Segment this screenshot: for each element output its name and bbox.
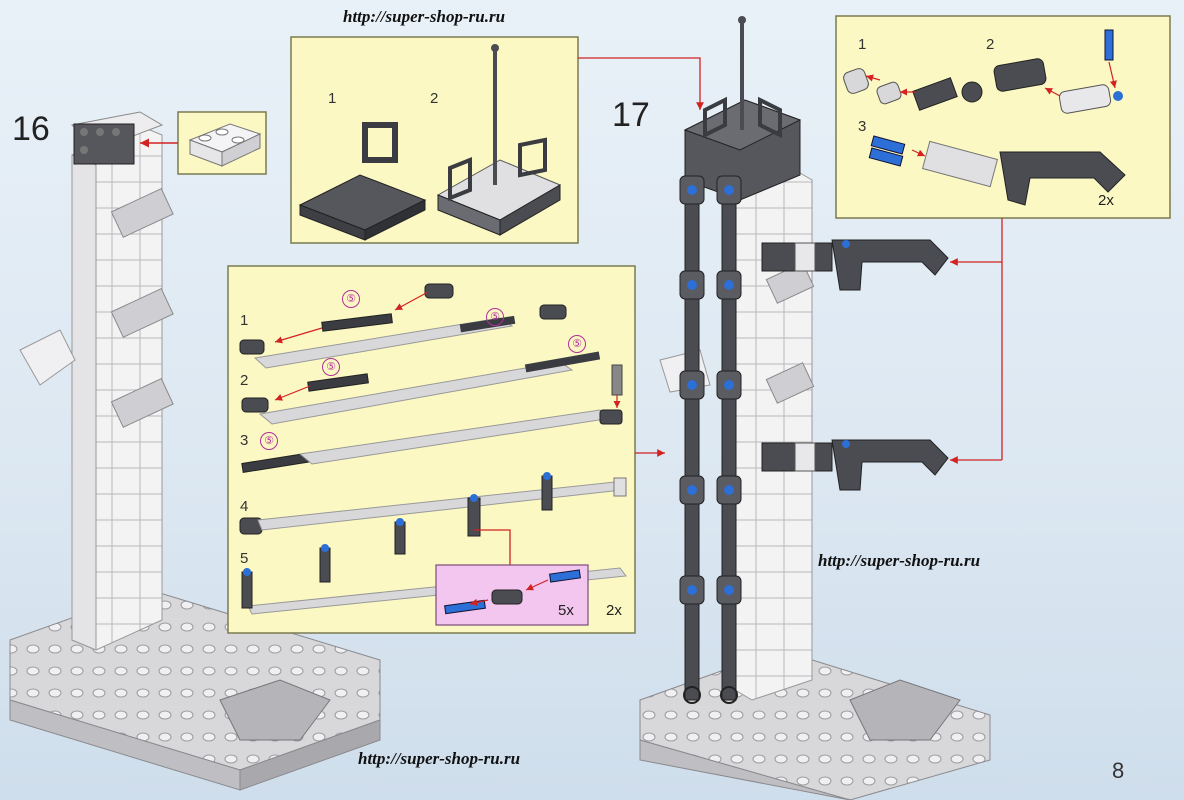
- rods-label-3: 3: [240, 432, 249, 449]
- blue-pin: [687, 380, 697, 390]
- rods-label-1: 1: [240, 312, 249, 329]
- rod-assembly-row-2: [241, 351, 601, 425]
- step17-upper-claw: [761, 239, 949, 291]
- claw-label-3: 3: [858, 118, 867, 135]
- claw-sub-1: [843, 68, 983, 111]
- blue-pin: [724, 185, 734, 195]
- step16-brick-part: [188, 123, 262, 167]
- blue-pin: [724, 485, 734, 495]
- step17-rod-joints: [679, 175, 742, 605]
- blue-pin: [687, 280, 697, 290]
- step17-model: [639, 16, 991, 800]
- rods-label-2: 2: [240, 372, 249, 389]
- length-mark-3: ⑤: [322, 358, 340, 376]
- antenna-to-model-arrow: [578, 57, 704, 110]
- claw-callout-box: [835, 15, 1171, 219]
- blue-pin: [687, 485, 697, 495]
- rod-assembly-row-3: [241, 364, 623, 473]
- length-mark-5: ⑤: [260, 432, 278, 450]
- blue-pin: [724, 585, 734, 595]
- rods-multiplier: 2x: [606, 602, 622, 619]
- claw-multiplier: 2x: [1098, 192, 1114, 209]
- connector-multiplier: 5x: [558, 602, 574, 619]
- rods-label-5: 5: [240, 550, 249, 567]
- blue-pin: [724, 280, 734, 290]
- connector-sub-parts: [444, 569, 581, 615]
- length-mark-4: ⑤: [568, 335, 586, 353]
- step17-lower-claw: [761, 439, 949, 491]
- watermark-top: http://super-shop-ru.ru: [343, 7, 506, 26]
- watermark-bottom: http://super-shop-ru.ru: [358, 749, 521, 768]
- claw-sub-3: [868, 135, 1126, 206]
- rod-assembly-row-4: [239, 477, 627, 535]
- length-mark-1: ⑤: [342, 290, 360, 308]
- antenna-part-1: [298, 122, 427, 241]
- watermark-right: http://super-shop-ru.ru: [818, 551, 981, 570]
- step17-number: 17: [612, 96, 650, 134]
- claw-sub-2: [993, 29, 1123, 114]
- step16-number: 16: [12, 110, 50, 148]
- antenna-part-2: [436, 44, 562, 236]
- step16-model: [9, 111, 381, 791]
- claw-label-1: 1: [858, 36, 867, 53]
- blue-pin: [724, 380, 734, 390]
- rods-label-4: 4: [240, 498, 249, 515]
- page-number: 8: [1112, 758, 1125, 783]
- length-mark-2: ⑤: [486, 308, 504, 326]
- blue-pin: [687, 585, 697, 595]
- blue-pin: [687, 185, 697, 195]
- rod-assembly-row-1: [239, 283, 567, 369]
- claw-label-2: 2: [986, 36, 995, 53]
- antenna-label-2: 2: [430, 90, 439, 107]
- antenna-label-1: 1: [328, 90, 337, 107]
